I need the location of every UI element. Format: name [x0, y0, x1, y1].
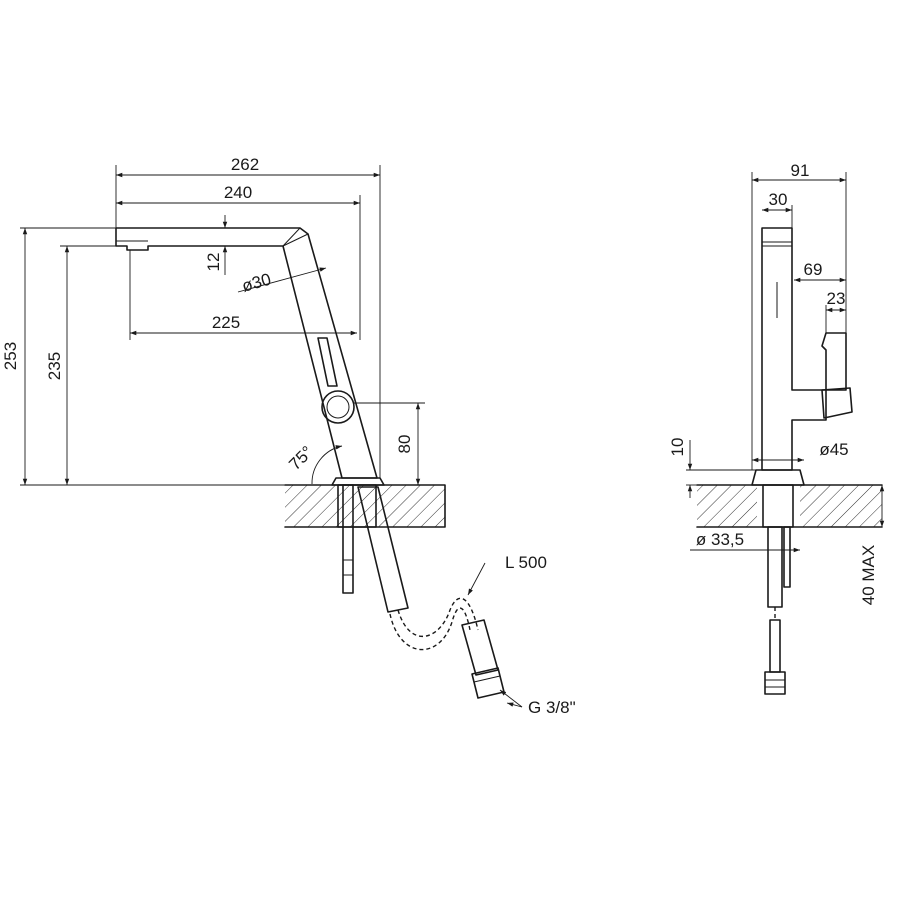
front-lever-grip [821, 387, 853, 419]
label-overall-width: 262 [231, 155, 259, 174]
front-view: 91 30 69 23 ø45 10 [668, 161, 885, 695]
dim-angle: 75° [285, 442, 343, 485]
side-view: 262 240 225 12 ø30 2 [1, 155, 576, 717]
dim-overall-depth: 91 [751, 161, 847, 470]
label-shank-diameter: ø 33,5 [696, 530, 744, 549]
dim-lever-height: 80 [354, 402, 425, 485]
label-base-diameter: ø45 [819, 440, 848, 459]
dim-spout-width: 30 [762, 190, 793, 228]
dim-spout-diameter: ø30 [237, 267, 327, 296]
dim-lever-offset: 69 [794, 260, 846, 283]
dim-overall-height: 253 [1, 227, 116, 485]
label-spout-diameter: ø30 [240, 270, 273, 296]
dim-shank-diameter: ø 33,5 [690, 530, 800, 553]
label-lever-width: 23 [827, 289, 846, 308]
under-deck-parts [337, 484, 505, 699]
dim-outlet-height: 235 [45, 245, 127, 485]
callout-hose-length: L 500 [467, 553, 547, 596]
label-spout-reach-top: 240 [224, 183, 252, 202]
label-connector-thread: G 3/8" [528, 698, 576, 717]
front-spout-body [751, 227, 853, 486]
dim-spout-reach-outlet: 225 [129, 250, 357, 340]
label-spout-reach-outlet: 225 [212, 313, 240, 332]
label-hose-length: L 500 [505, 553, 547, 572]
spout-body [115, 227, 385, 486]
label-lever-offset: 69 [804, 260, 823, 279]
label-spout-width: 30 [769, 190, 788, 209]
front-lever [821, 332, 847, 391]
front-countertop-section [696, 484, 883, 528]
callout-connector-thread: G 3/8" [499, 689, 576, 717]
dim-overall-width: 262 [115, 155, 381, 478]
front-under-deck [762, 484, 794, 695]
dim-base-height: 10 [668, 438, 756, 498]
label-base-height: 10 [668, 438, 687, 457]
dim-lever-width: 23 [825, 289, 846, 333]
dim-spout-thickness: 12 [204, 215, 240, 275]
label-spout-thickness: 12 [204, 253, 223, 272]
label-deck-thickness: 40 MAX [859, 545, 878, 605]
label-outlet-height: 235 [45, 352, 64, 380]
dim-spout-reach-top: 240 [116, 183, 361, 340]
label-overall-height: 253 [1, 342, 20, 370]
countertop-section [20, 484, 446, 528]
label-overall-depth: 91 [791, 161, 810, 180]
label-angle: 75° [285, 442, 317, 474]
dim-base-diameter: ø45 [752, 440, 849, 463]
lever-knob [321, 390, 355, 424]
label-lever-height: 80 [395, 435, 414, 454]
dim-deck-thickness: 40 MAX [859, 485, 885, 605]
